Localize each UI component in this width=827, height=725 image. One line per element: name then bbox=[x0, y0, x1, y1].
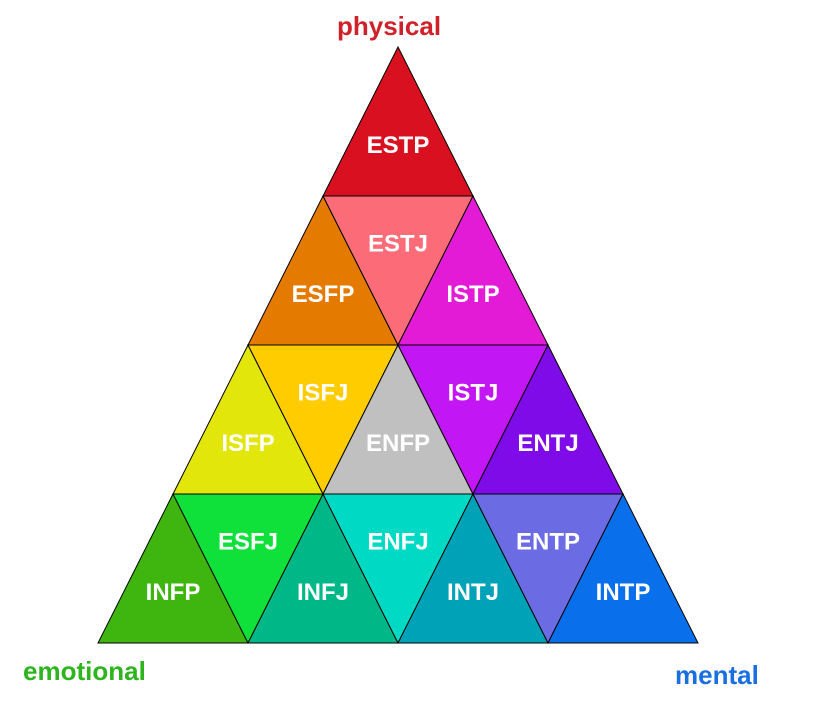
cell-label-entj: ENTJ bbox=[517, 430, 578, 457]
corner-label-physical: physical bbox=[337, 11, 442, 41]
cell-estp bbox=[322, 45, 474, 197]
cell-label-esfp: ESFP bbox=[292, 281, 355, 308]
cell-label-infj: INFJ bbox=[297, 579, 349, 606]
triangle-cells bbox=[97, 45, 699, 645]
cell-label-intp: INTP bbox=[596, 579, 651, 606]
corner-label-mental: mental bbox=[675, 660, 759, 690]
cell-label-estj: ESTJ bbox=[368, 231, 428, 258]
cell-label-isfj: ISFJ bbox=[298, 380, 349, 407]
cell-label-isfp: ISFP bbox=[221, 430, 274, 457]
cell-label-istp: ISTP bbox=[446, 281, 499, 308]
cell-label-enfp: ENFP bbox=[366, 430, 430, 457]
triangle-labels: ESTP ESFP ESTJ ISTP ISFP ISFJ ENFP ISTJ ENTJ INFP… bbox=[146, 132, 651, 606]
cell-label-entp: ENTP bbox=[516, 529, 580, 556]
cell-label-infp: INFP bbox=[146, 579, 201, 606]
cell-label-enfj: ENFJ bbox=[367, 529, 428, 556]
cell-intp bbox=[547, 492, 699, 644]
cell-label-estp: ESTP bbox=[367, 132, 430, 159]
corner-label-emotional: emotional bbox=[23, 656, 146, 686]
cell-label-istj: ISTJ bbox=[448, 380, 499, 407]
cell-label-esfj: ESFJ bbox=[218, 529, 278, 556]
cell-label-intj: INTJ bbox=[447, 579, 499, 606]
